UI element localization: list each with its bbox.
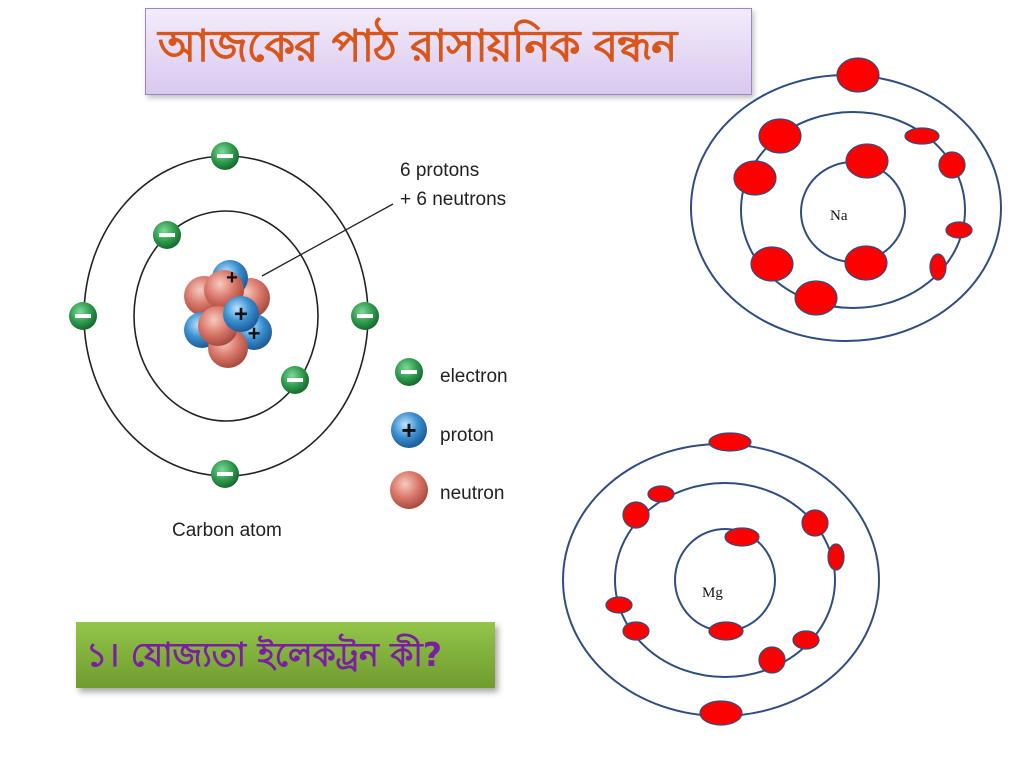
electron bbox=[69, 302, 97, 330]
na-label: Na bbox=[830, 208, 848, 224]
carbon-atom: + + + 6 protons + 6 neutrons Carbon atom… bbox=[69, 142, 508, 541]
electron bbox=[647, 485, 675, 503]
plus-sign: + bbox=[226, 267, 238, 289]
electron bbox=[801, 509, 829, 537]
electron bbox=[827, 543, 845, 571]
carbon-electrons bbox=[69, 142, 379, 488]
electron bbox=[622, 501, 650, 529]
na-electrons bbox=[733, 57, 973, 316]
electron bbox=[622, 621, 650, 641]
question-box bbox=[76, 622, 495, 688]
electron bbox=[211, 460, 239, 488]
legend-proton-icon: + bbox=[391, 412, 427, 448]
na-middle-shell bbox=[740, 111, 966, 309]
electron bbox=[708, 621, 744, 641]
sodium-atom: Na bbox=[690, 57, 1002, 342]
mg-outer-shell bbox=[562, 443, 880, 717]
electron bbox=[750, 246, 794, 282]
mg-middle-shell bbox=[614, 482, 836, 678]
legend-neutron-label: neutron bbox=[440, 483, 504, 504]
na-inner-shell bbox=[800, 161, 906, 263]
electron bbox=[699, 700, 743, 726]
electron bbox=[605, 596, 633, 614]
nucleus-label-line2: + 6 neutrons bbox=[400, 189, 506, 210]
electron bbox=[844, 245, 888, 281]
legend-electron-label: electron bbox=[440, 366, 508, 387]
electron bbox=[794, 280, 838, 316]
electron bbox=[153, 221, 181, 249]
legend-neutron-icon bbox=[390, 471, 428, 509]
legend-electron-icon bbox=[395, 358, 423, 386]
electron bbox=[836, 57, 880, 93]
plus-sign: + bbox=[234, 301, 248, 328]
electron bbox=[845, 143, 889, 179]
nucleus-label-line1: 6 protons bbox=[400, 160, 479, 181]
carbon-inner-shell bbox=[133, 210, 319, 422]
mg-label: Mg bbox=[702, 585, 723, 601]
electron bbox=[929, 253, 947, 281]
page-title: আজকের পাঠ রাসায়নিক বন্ধন bbox=[158, 21, 677, 72]
electron bbox=[351, 302, 379, 330]
electron bbox=[792, 630, 820, 650]
electron bbox=[758, 118, 802, 154]
proton bbox=[223, 296, 259, 332]
electron bbox=[281, 366, 309, 394]
nucleus-pointer-line bbox=[261, 203, 394, 277]
electron bbox=[708, 432, 752, 452]
carbon-caption: Carbon atom bbox=[172, 520, 282, 541]
electron bbox=[945, 221, 973, 239]
electron bbox=[938, 151, 966, 179]
title-box bbox=[145, 8, 752, 95]
electron bbox=[211, 142, 239, 170]
magnesium-atom: Mg bbox=[562, 432, 880, 726]
carbon-nucleus: + + + bbox=[184, 260, 272, 368]
mg-inner-shell bbox=[674, 528, 776, 632]
question-text: ১। যোজ্যতা ইলেকট্রন কী? bbox=[86, 635, 442, 674]
electron bbox=[724, 527, 760, 547]
electron bbox=[904, 127, 940, 145]
svg-text:+: + bbox=[401, 415, 416, 445]
electron bbox=[758, 646, 786, 674]
mg-electrons bbox=[605, 432, 845, 726]
legend: electron + proton neutron bbox=[390, 358, 508, 509]
electron bbox=[733, 160, 777, 196]
plus-sign: + bbox=[248, 321, 261, 346]
legend-proton-label: proton bbox=[440, 425, 494, 446]
